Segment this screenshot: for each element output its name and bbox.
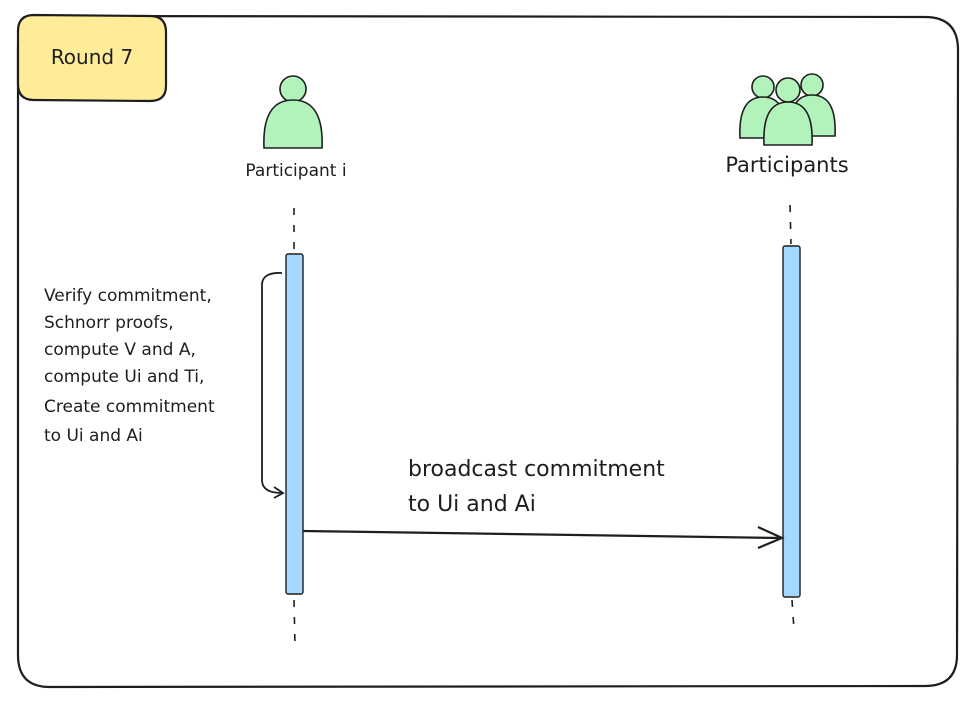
round-badge: Round 7 [16, 13, 168, 103]
activation-bar-participants [782, 245, 801, 598]
participants-label: Participants [725, 153, 848, 177]
message-line: broadcast commitment [408, 457, 665, 482]
self-note-line: Verify commitment, [44, 286, 212, 306]
message-arrow-line [302, 529, 782, 540]
self-call-bracket [261, 272, 283, 494]
group-icon [739, 73, 836, 146]
message-text: broadcast commitment to Ui and Ai [408, 457, 672, 517]
self-note-line: to Ui and Ai [44, 426, 143, 446]
message-line: to Ui and Ai [408, 492, 536, 517]
lifeline-participants-top [789, 204, 792, 245]
self-note-line: compute Ui and Ti, [44, 367, 204, 387]
lifeline-participant-i-bottom [293, 599, 296, 646]
round-badge-box [16, 13, 168, 103]
self-note-text: Verify commitment, Schnorr proofs, compu… [44, 286, 220, 446]
message-arrowhead [757, 526, 785, 550]
self-note-line: compute V and A, [44, 340, 196, 360]
person-icon [263, 75, 323, 149]
self-note-line: Schnorr proofs, [44, 313, 174, 333]
self-note-line: Create commitment [44, 397, 215, 417]
round-badge-label: Round 7 [51, 45, 133, 69]
participant-i-label: Participant i [245, 161, 346, 181]
lifeline-participants-bottom [791, 599, 795, 631]
self-call-arrowhead [273, 486, 285, 499]
activation-bar-participant-i [285, 253, 304, 595]
